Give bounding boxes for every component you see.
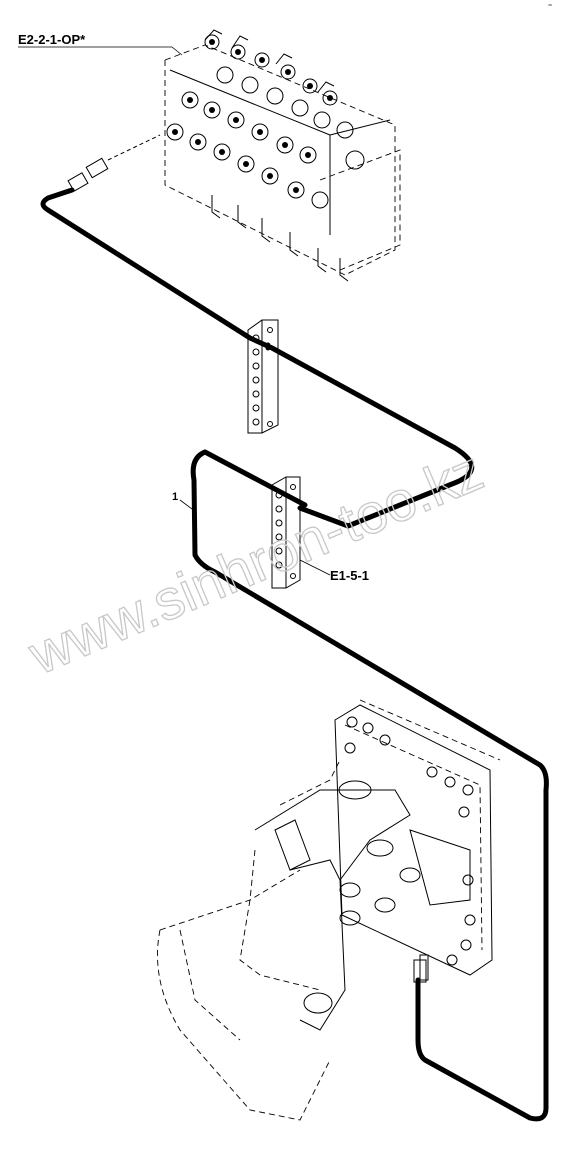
bulkhead-bracket-upper bbox=[247, 319, 279, 434]
control-valve-assembly bbox=[67, 29, 401, 282]
watermark-text: www.sinhron-too.kz bbox=[19, 438, 491, 686]
valve-reference-callout: E2-2-1-OP* bbox=[18, 32, 183, 56]
bracket-reference-label: E1-5-1 bbox=[330, 568, 369, 583]
hydraulic-hose bbox=[40, 187, 549, 1122]
loader-attachment-assembly bbox=[157, 699, 501, 1121]
item-number-label: 1 bbox=[172, 491, 178, 503]
bracket-reference-callout: E1-5-1 bbox=[299, 559, 369, 583]
hose-end-fitting bbox=[67, 134, 161, 192]
valve-fittings bbox=[166, 29, 365, 282]
valve-reference-label: E2-2-1-OP* bbox=[18, 32, 86, 47]
corner-mark: ⁻ bbox=[548, 2, 552, 11]
